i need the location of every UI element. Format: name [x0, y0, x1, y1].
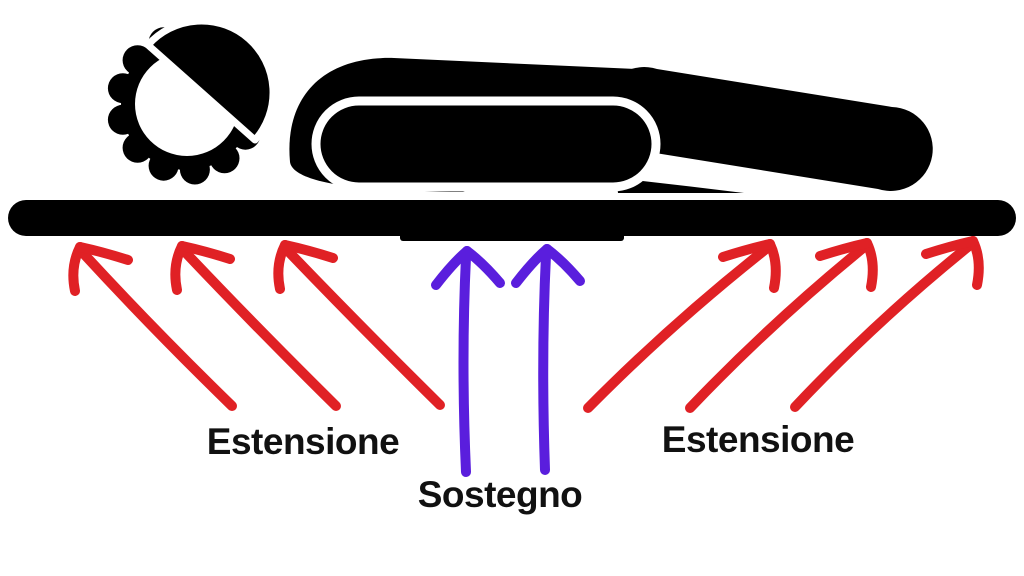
extension-arrows-left — [68, 240, 445, 411]
person-head — [107, 17, 277, 185]
mattress-bar-icon — [8, 200, 1016, 241]
person-arm — [311, 96, 661, 192]
extension-arrows-right — [583, 236, 984, 413]
label-estensione-right: Estensione — [661, 419, 855, 460]
arrow-up-left-1 — [68, 242, 237, 411]
person-hip-wedge — [616, 178, 744, 193]
arrow-up-right-1 — [583, 239, 781, 413]
arrow-up-right-2 — [685, 238, 878, 413]
arrow-up-left-3 — [273, 240, 445, 410]
arrow-up-left-2 — [170, 241, 341, 411]
person-legs — [602, 67, 933, 191]
support-arrow-1 — [431, 246, 505, 477]
support-arrow-2 — [511, 244, 585, 475]
person-cap — [144, 17, 277, 144]
sleeping-person-icon — [107, 17, 933, 193]
arrow-up-right-3 — [790, 236, 984, 412]
label-sostegno: Sostegno — [417, 474, 583, 515]
label-estensione-left: Estensione — [206, 421, 400, 462]
mattress-sag — [400, 218, 624, 241]
support-arrows — [431, 244, 585, 477]
